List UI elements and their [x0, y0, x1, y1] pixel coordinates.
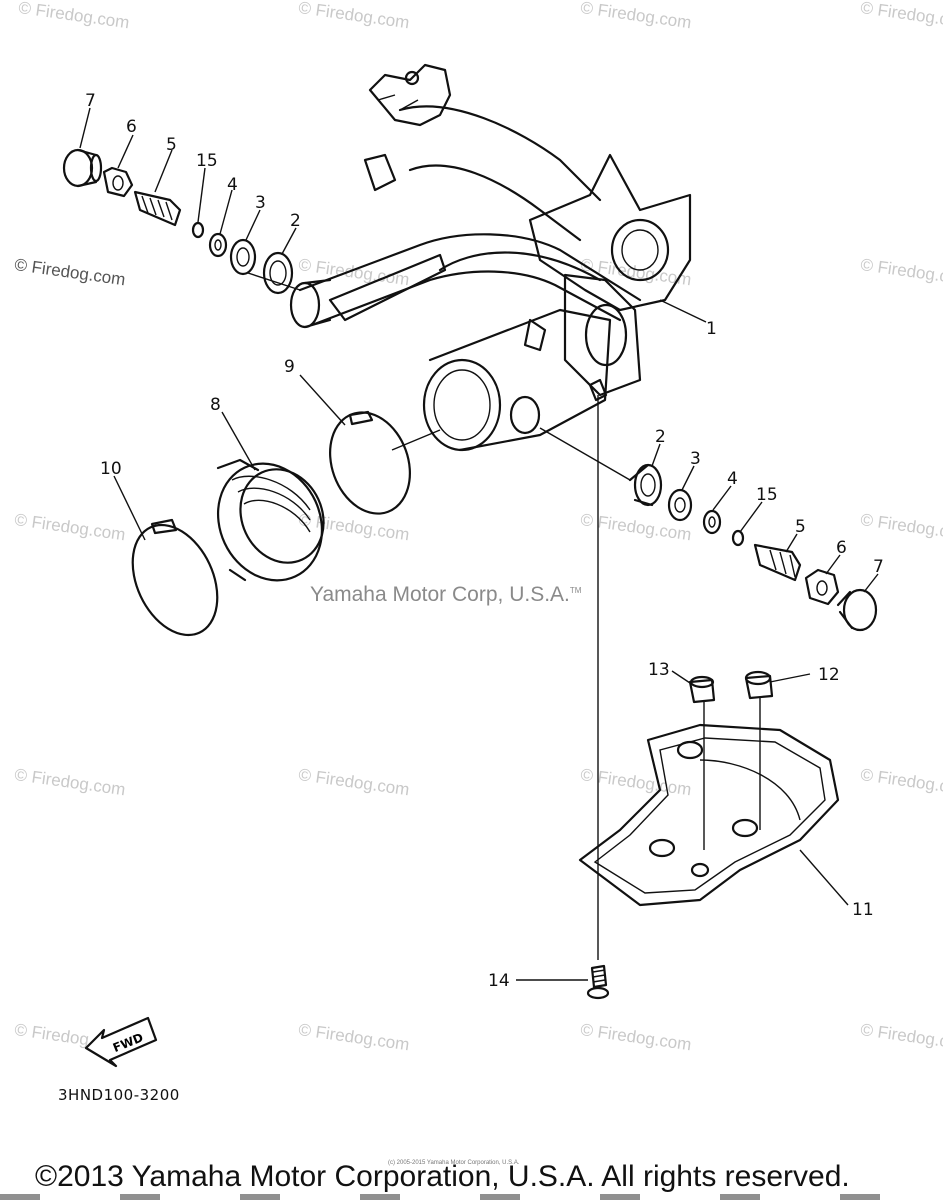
- callout-3-left: 3: [255, 193, 266, 213]
- diagram-code: 3HND100-3200: [58, 1086, 180, 1104]
- swingarm-guard: [578, 670, 840, 1000]
- callout-15-right: 15: [756, 485, 778, 505]
- callout-12: 12: [818, 665, 840, 685]
- bottom-cut-line: [0, 1194, 943, 1200]
- tm-mark: TM: [569, 586, 582, 595]
- callout-7-right: 7: [873, 557, 884, 577]
- callout-8: 8: [210, 395, 221, 415]
- callout-7-left: 7: [85, 91, 96, 111]
- callout-15-left: 15: [196, 151, 218, 171]
- right-bearing-stack: [628, 463, 878, 632]
- callout-labels: 7 6 5 15 4 3 2 1 9 8 10 2 3 4 15 5 6 7 1…: [85, 91, 884, 991]
- callout-10: 10: [100, 459, 122, 479]
- callout-14: 14: [488, 971, 510, 991]
- small-credit: (c) 2005-2015 Yamaha Motor Corporation, …: [388, 1160, 520, 1166]
- callout-4-right: 4: [727, 469, 738, 489]
- callout-2-right: 2: [655, 427, 666, 447]
- left-bearing-stack: [62, 148, 294, 295]
- swingarm: [289, 63, 692, 452]
- callout-3-right: 3: [690, 449, 701, 469]
- callout-11: 11: [852, 900, 874, 920]
- callout-6-left: 6: [126, 117, 137, 137]
- callout-4-left: 4: [227, 175, 238, 195]
- callout-13: 13: [648, 660, 670, 680]
- boot-and-clamps: [131, 410, 411, 637]
- callout-1: 1: [706, 319, 717, 339]
- center-watermark-note: Yamaha Motor Corp, U.S.A.TM: [310, 583, 582, 606]
- callout-5-right: 5: [795, 517, 806, 537]
- copyright-line: ©2013 Yamaha Motor Corporation, U.S.A. A…: [35, 1160, 850, 1193]
- callout-6-right: 6: [836, 538, 847, 558]
- fwd-arrow-icon: FWD: [84, 1016, 158, 1068]
- callout-9: 9: [284, 357, 295, 377]
- callout-2-left: 2: [290, 211, 301, 231]
- callout-5-left: 5: [166, 135, 177, 155]
- leader-lines: [79, 107, 879, 981]
